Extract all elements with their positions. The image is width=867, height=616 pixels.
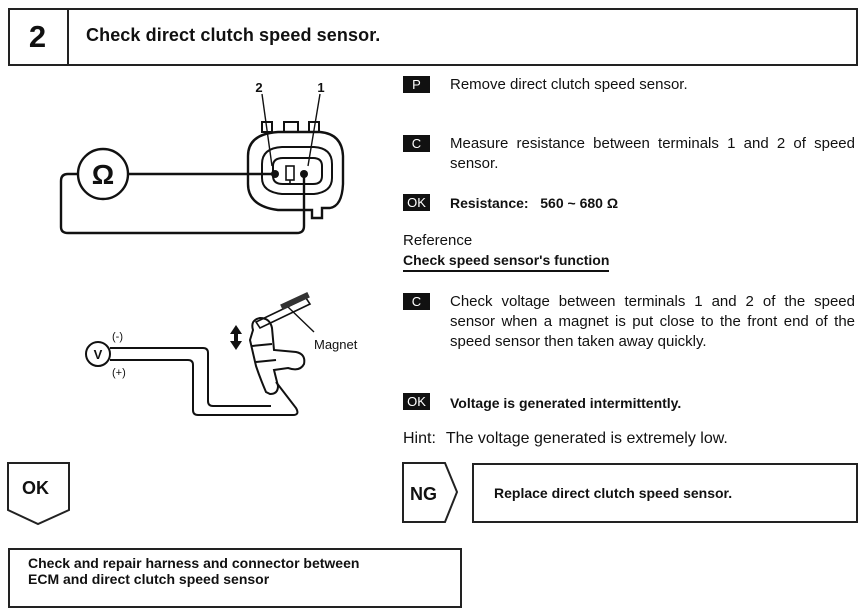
terminal-2-pin (271, 170, 279, 178)
badge-ok: OK (403, 393, 430, 410)
step-title: Check direct clutch speed sensor. (86, 25, 381, 45)
resistance-spec: Resistance: 560 ~ 680 Ω (450, 195, 619, 211)
badge-check: C (403, 293, 430, 310)
connector-cavity (272, 157, 323, 185)
negative-label: (-) (112, 331, 123, 343)
volt-symbol: V (94, 347, 103, 362)
instruction-measure-resistance: Measure resistance between terminals 1 a… (450, 135, 855, 172)
ok-action-box (8, 548, 462, 608)
positive-wire (110, 359, 299, 416)
connector-inner-ring (261, 146, 333, 195)
badge-prepare: P (403, 76, 430, 93)
ng-result-label: NG (410, 484, 437, 504)
ng-action-text: Replace direct clutch speed sensor. (494, 485, 733, 501)
ok-action-line-2: ECM and direct clutch speed sensor (28, 571, 270, 587)
ng-action-box (472, 463, 858, 523)
ok-result-label: OK (22, 478, 49, 498)
resistance-measurement-diagram: Ω 2 1 (59, 80, 345, 235)
speed-sensor-body (248, 316, 306, 396)
magnet-label: Magnet (314, 337, 358, 352)
ok-action-line-1: Check and repair harness and connector b… (28, 555, 360, 571)
reference-heading: Check speed sensor's function (403, 252, 610, 272)
negative-wire (110, 347, 271, 407)
terminal-1-pin (300, 170, 308, 178)
voltmeter-icon (85, 341, 111, 367)
up-down-arrow-icon (230, 325, 242, 350)
ok-action-text: Check and repair harness and connector b… (28, 555, 359, 587)
badge-check: C (403, 135, 430, 152)
resistor-symbol (285, 165, 295, 181)
ng-result-marker (402, 462, 459, 523)
voltage-check-diagram: V (-) (+) Magnet (85, 291, 358, 416)
magnet-bar (254, 296, 312, 330)
hint: Hint: The voltage generated is extremely … (403, 430, 728, 448)
ohm-symbol: Ω (92, 159, 114, 190)
instruction-check-voltage: Check voltage between terminals 1 and 2 … (450, 293, 855, 350)
terminal-2-label: 2 (255, 80, 262, 95)
terminal-1-label: 1 (317, 80, 324, 95)
step-header-box (8, 8, 858, 66)
wire-to-terminal-1 (59, 172, 306, 235)
badge-ok: OK (403, 194, 430, 211)
instruction-remove-sensor: Remove direct clutch speed sensor. (450, 76, 688, 93)
hint-label: Hint: (403, 430, 436, 447)
step-number: 2 (8, 8, 69, 66)
hint-text: The voltage generated is extremely low. (445, 430, 728, 447)
positive-label: (+) (112, 367, 126, 379)
reference-label: Reference (403, 232, 473, 249)
ok-result-marker (7, 462, 70, 526)
voltage-spec: Voltage is generated intermittently. (450, 395, 682, 411)
